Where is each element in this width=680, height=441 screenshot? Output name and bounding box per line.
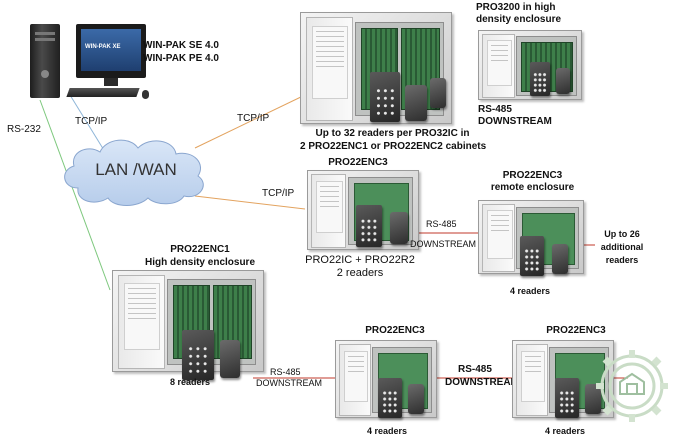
- mouse: [142, 90, 149, 99]
- pro32-caption-line2: 2 PRO22ENC1 or PRO22ENC2 cabinets: [300, 141, 487, 152]
- lan-wan-cloud: [64, 139, 204, 206]
- enc3-rs485-label: RS-485: [426, 219, 457, 229]
- enc1-downstream-label: DOWNSTREAM: [256, 378, 322, 388]
- keypad-reader: [555, 378, 579, 418]
- pro3200-rs485-label: RS-485: [478, 104, 512, 115]
- cabinet-door: [305, 17, 353, 121]
- bottom-rs485-label: RS-485: [458, 364, 492, 375]
- monitor-screen: WIN-PAK XE: [81, 29, 141, 71]
- rs232-label: RS-232: [7, 124, 41, 135]
- enc3-bottom-b-title: PRO22ENC3: [546, 325, 606, 336]
- additional-readers-line1: Up to 26: [604, 229, 640, 239]
- additional-readers-line2: additional: [600, 242, 644, 252]
- keyboard: [66, 88, 140, 97]
- pro3200-title-line2: density enclosure: [476, 14, 562, 25]
- enc3-bottom-a-title: PRO22ENC3: [365, 325, 425, 336]
- additional-readers-line3: readers: [605, 255, 639, 265]
- pro3200-title-line1: PRO3200 in high: [476, 2, 556, 13]
- pro32-tcpip-line: [194, 94, 306, 149]
- pc-tcpip-label: TCP/IP: [75, 116, 108, 127]
- keypad-reader: [520, 236, 544, 276]
- gear-watermark-icon: [596, 350, 668, 422]
- enc3-downstream-label: DOWNSTREAM: [410, 239, 476, 249]
- enc1-title-line2: High density enclosure: [144, 257, 256, 268]
- enc3-main-caption-line1: PRO22IC + PRO22R2: [305, 254, 415, 266]
- pro3200-downstream-label: DOWNSTREAM: [478, 116, 552, 127]
- enc3-remote-readers: 4 readers: [509, 286, 551, 296]
- enc3-bottom-a-readers: 4 readers: [366, 426, 408, 436]
- monitor-stand: [104, 78, 118, 86]
- proximity-reader: [220, 340, 240, 378]
- enc1-title-line1: PRO22ENC1: [170, 244, 230, 255]
- pro32-tcpip-label: TCP/IP: [237, 113, 270, 124]
- proximity-reader: [430, 78, 446, 108]
- proximity-reader: [405, 85, 427, 121]
- bottom-downstream-label: DOWNSTREAM: [445, 377, 519, 388]
- keypad-reader: [182, 330, 214, 380]
- enc3-main-title: PRO22ENC3: [328, 157, 388, 168]
- proximity-reader: [408, 384, 424, 414]
- enc1-rs485-label: RS-485: [270, 367, 301, 377]
- enc3-remote-title-line1: PRO22ENC3: [502, 170, 563, 181]
- rs232-line: [39, 99, 111, 291]
- proximity-reader: [390, 212, 408, 244]
- winpak-pe-label: WIN-PAK PE 4.0: [143, 53, 219, 64]
- keypad-reader: [530, 62, 550, 96]
- keypad-reader: [378, 378, 402, 418]
- monitor: WIN-PAK XE: [76, 24, 146, 78]
- proximity-reader: [552, 244, 568, 274]
- keypad-reader: [356, 205, 382, 247]
- enc3-tcpip-label: TCP/IP: [262, 188, 295, 199]
- proximity-reader: [556, 68, 570, 94]
- cloud-label: LAN /WAN: [95, 160, 177, 179]
- proximity-reader: [585, 384, 601, 414]
- pc-workstation: WIN-PAK XE: [18, 18, 149, 103]
- keypad-reader: [370, 72, 400, 122]
- enc3-bottom-b-readers: 4 readers: [544, 426, 586, 436]
- enc3-main-caption-line2: 2 readers: [336, 267, 384, 279]
- enc3-tcpip-line: [194, 195, 306, 210]
- monitor-screen-text: WIN-PAK XE: [85, 44, 121, 50]
- enc1-readers: 8 readers: [170, 377, 211, 387]
- pro32-caption-line1: Up to 32 readers per PRO32IC in: [315, 128, 470, 139]
- tower-case: [30, 24, 60, 98]
- enc3-remote-title-line2: remote enclosure: [490, 182, 575, 193]
- winpak-se-label: WIN-PAK SE 4.0: [143, 40, 219, 51]
